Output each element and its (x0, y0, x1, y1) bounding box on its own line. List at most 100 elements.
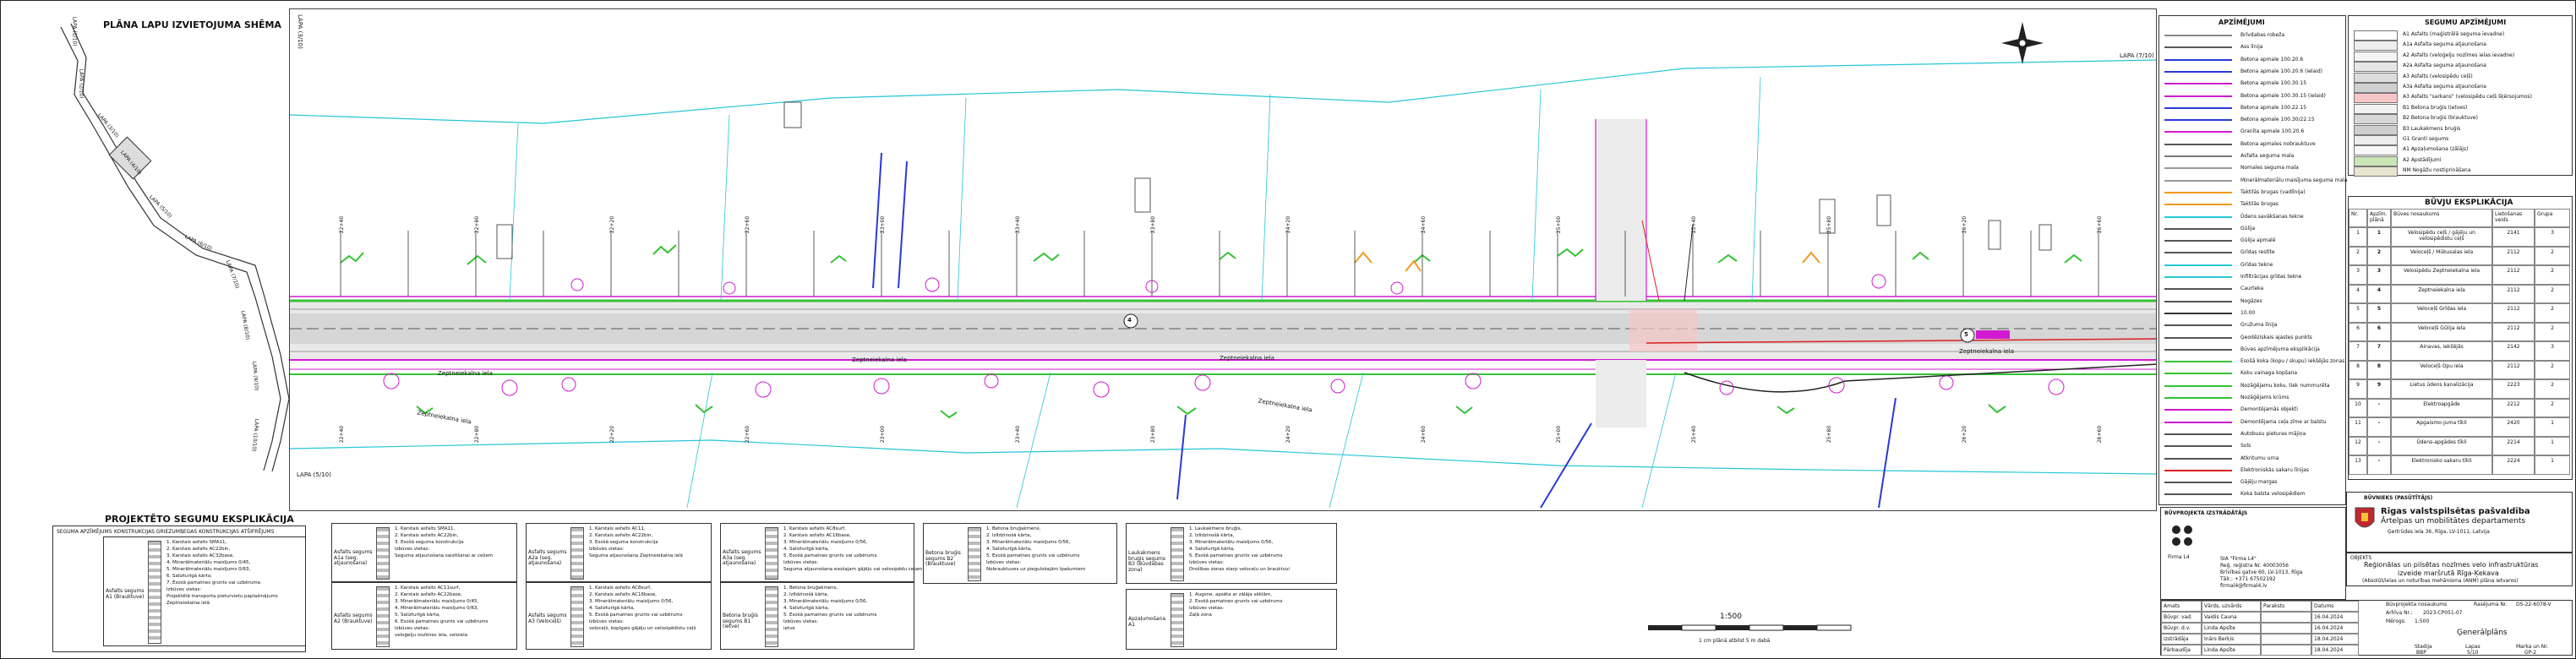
structures-cell: - (2367, 436, 2391, 455)
legend-pavement-item: NM Nogāžu nostiprināšana (2349, 166, 2572, 177)
structures-cell: 2 (2535, 379, 2570, 399)
pavement-block-label: Asfalts segums A2 (Brauktuve) (334, 613, 373, 624)
legend-line-symbol (2164, 409, 2232, 411)
legend-line-symbol (2164, 348, 2232, 351)
legend-line-symbol (2164, 445, 2232, 448)
pavement-block-line: 2. Izlīdzinošā kārta, (986, 533, 1032, 538)
pavement-block-label: Laukakmens bruģis segums B3 (Būvdabas zo… (1128, 550, 1165, 573)
designer-title: BŪVPROJEKTA IZSTRĀDĀTĀJS (2164, 510, 2248, 516)
legend-line-label: Koku vainaga kopšana (2240, 370, 2298, 377)
pavement-block-line: 1. Karstais asfalts AC8surf, (783, 526, 846, 531)
scale-bar-caption: 1 cm plānā atbilst 5 m dabā (1699, 638, 1771, 644)
pavement-section-graphic (1171, 527, 1184, 581)
legend-line-item: Taktilās brugas (vadlīnija) (2159, 187, 2345, 199)
station-label: 22+80 (474, 425, 481, 444)
station-label: 22+20 (609, 425, 616, 444)
client-org-1: Rīgas valstspilsētas pašvaldība (2381, 507, 2530, 516)
legend-pavement-label: B1 Betona bruģis (ietves) (2403, 104, 2468, 111)
legend-pavement-swatch (2354, 114, 2398, 125)
title-block-cell: Pārbaudīja (2161, 645, 2202, 656)
structures-cell: 7 (2367, 341, 2391, 361)
pavement-block-line: 4. Salizturīgā kārta, (986, 547, 1032, 552)
structures-cell: 1 (2535, 455, 2570, 475)
station-label: 25+00 (1556, 425, 1563, 444)
scale-bar: 1:500 1 cm plānā atbilst 5 m dabā (1640, 613, 1859, 647)
drawing-no: DS-22-6078-V (2516, 602, 2551, 607)
pavement-block-line: 1. Laukakmens bruģis, (1189, 526, 1242, 531)
legend-line-symbol (2164, 457, 2232, 460)
structures-cell: 2112 (2492, 360, 2535, 379)
pavement-block-line: Izbūves vietas: (1189, 606, 1225, 611)
station-label: 24+60 (1421, 215, 1427, 234)
structures-cell: - (2367, 398, 2391, 417)
pavement-block-line: Izbūves vietas: (783, 619, 819, 624)
legend-line-item: Atkritumu urna (2159, 453, 2345, 465)
title-block-cell: Linda Apsīte (2202, 645, 2261, 656)
structures-cell: 4 (2367, 284, 2391, 303)
pavement-block: Betona bruģis segums B2 (Brauktuve)1. Be… (923, 523, 1117, 584)
structures-cell: 6 (2349, 322, 2367, 341)
structures-cell: 2112 (2492, 303, 2535, 323)
pavement-block-line: 1. Karstais asfalts AC11, (589, 526, 646, 531)
legend-line-item: Ģeodēziskais ajastes punkts (2159, 332, 2345, 344)
legend-line-label: Granīta apmale 100.20.6 (2240, 128, 2305, 135)
legend-line-label: Nozāģējamu koku, tiek nummurēta (2240, 382, 2330, 389)
structures-cell: 3 (2535, 341, 2570, 361)
legend-line-label: Betona apmale 100.30.15 (2240, 80, 2307, 87)
key-plan-outline (60, 23, 289, 472)
key-plan-title: PLĀNA LAPU IZVIETOJUMA SHĒMA (103, 19, 281, 30)
legend-line-symbol (2164, 95, 2232, 97)
structures-cell: 2 (2535, 265, 2570, 285)
pavement-block-line: 5. Esošā pamatnes grunts vai uzbērums (783, 613, 877, 618)
pavement-block: Laukakmens bruģis segums B3 (Būvdabas zo… (1126, 523, 1337, 584)
legend-pavement-swatch (2354, 41, 2398, 52)
legend-line-label: Ass līnija (2240, 44, 2263, 51)
legend-line-label: Infiltrācijas grīdas tekne (2240, 274, 2302, 280)
structures-cell: 2112 (2492, 284, 2535, 303)
structures-cell: 2420 (2492, 417, 2535, 437)
legend-line-symbol (2164, 312, 2232, 314)
legend-line-symbol (2164, 276, 2232, 278)
client-title: BŪVNIEKS (PASŪTĪTĀJS) (2364, 495, 2433, 501)
pavement-block-label: Asfalts segums A1 (Brauktuve) (106, 588, 145, 600)
pavement-block-line: Izbūves vietas: (395, 547, 430, 552)
legend-pavement-label: A2 Asfalts (veloģelju nozīmes ielas ieva… (2403, 52, 2515, 58)
structures-cell: 1 (2535, 436, 2570, 455)
structures-cell: 11 (2349, 417, 2367, 437)
structures-cell: 2223 (2492, 379, 2535, 399)
legend-line-item: Nozāģējamu koku, tiek nummurēta (2159, 380, 2345, 392)
scale-label: Mērogs: (2386, 618, 2406, 624)
legend-line-symbol (2164, 35, 2232, 36)
object-block: OBJEKTS Reģionālas un pilsētas nozīmes v… (2346, 553, 2573, 586)
legend-pavement-item: A2 Apstādījumi (2349, 155, 2572, 166)
title-block-cell: Vaidis Cauna (2202, 612, 2261, 623)
legend-line-item: Gūlija (2159, 223, 2345, 235)
pavement-block-label: Betona bruģis segums B1 (ietve) (723, 613, 758, 630)
pavement-section-graphic (968, 527, 981, 581)
legend-pavement-item: B3 Laukakmens bruģis (2349, 124, 2572, 135)
pavement-block-line: 4. Salizturīgā kārta, (1189, 547, 1235, 552)
designer-phone: Tālr.: +371 67502192 (2220, 576, 2276, 582)
archive-label: Arhīva Nr.: (2386, 610, 2413, 616)
legend-line-symbol (2164, 179, 2232, 182)
station-label: 23+80 (1150, 425, 1157, 444)
pavement-section-graphic (376, 527, 390, 580)
pavement-expl-head-1: SEGUMA APZĪMĒJUMS (57, 529, 112, 535)
legend-pavement-item: A3 Asfalts (velosipēdu ceļš) (2349, 72, 2572, 83)
legend-line-symbol (2164, 106, 2232, 109)
legend-pavements: SEGUMU APZĪMĒJUMI A1 Asfalts (maģistrālā… (2348, 15, 2573, 177)
legend-pavement-label: G1 Granti segums (2403, 136, 2449, 142)
structures-cell: Velosipēdu Zeptneiekalna iela (2391, 265, 2492, 285)
station-label: 24+20 (1285, 215, 1292, 234)
sheets: 5/10 (2467, 650, 2479, 656)
legend-pavement-item: B2 Betona bruģis (brauktuve) (2349, 113, 2572, 125)
pavement-block-line: Seguma atjaunošana esošajam gājēju vai v… (783, 567, 923, 572)
legend-pavement-label: A1a Asfalta seguma atjaunošana (2403, 41, 2486, 48)
station-label: 22+40 (339, 215, 346, 234)
pavement-section-graphic (376, 586, 390, 647)
legend-pavement-swatch (2354, 30, 2398, 41)
station-label: 22+20 (609, 215, 616, 234)
pavement-block-line: 6. Esošā pamatnes grunts vai uzbērums (395, 619, 488, 624)
legend-pavement-item: A2a Asfalta seguma atjaunošana (2349, 61, 2572, 73)
